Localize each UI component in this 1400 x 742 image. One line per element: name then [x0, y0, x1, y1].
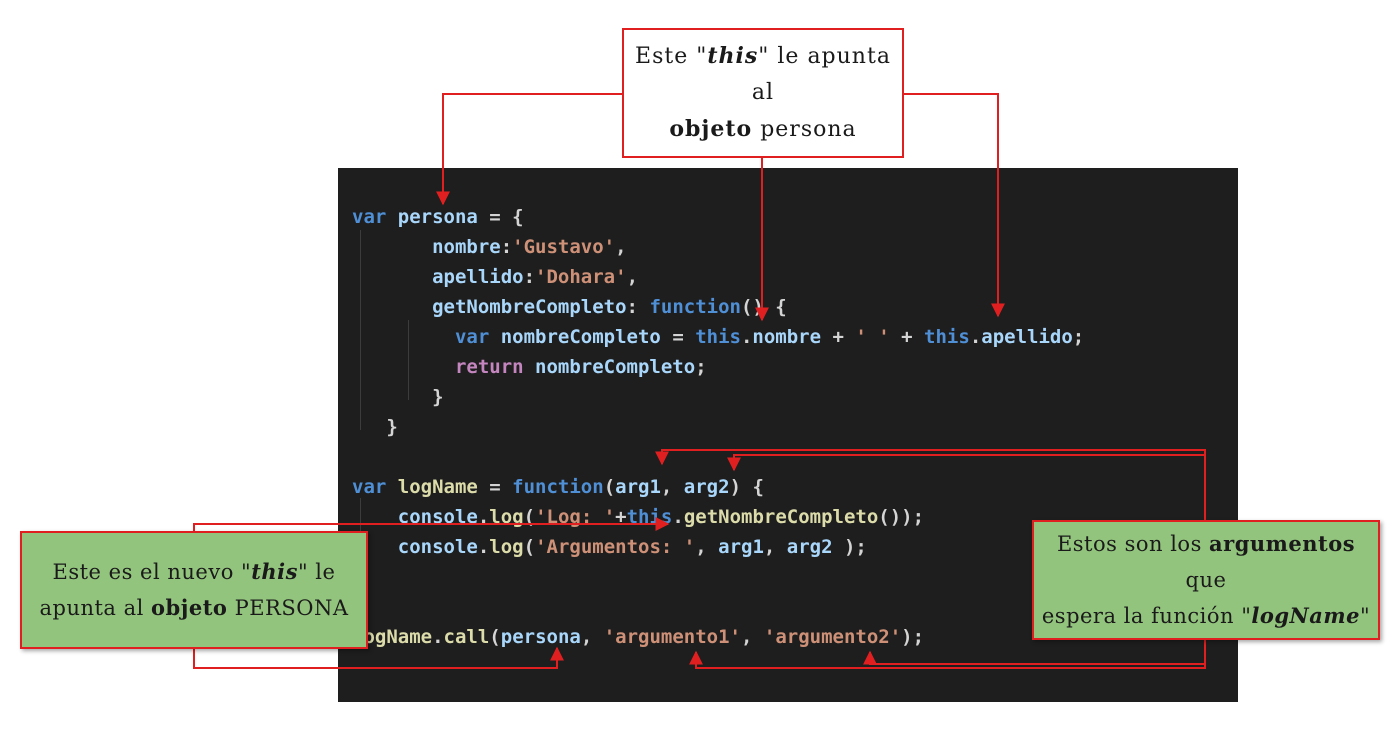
- code-token: console: [397, 536, 478, 558]
- code-token: arg1: [718, 536, 764, 558]
- indent-guide: [360, 230, 361, 430]
- code-token: 'Argumentos: ': [535, 536, 696, 558]
- code-token: nombre: [752, 326, 822, 348]
- code-token: logName: [397, 476, 478, 498]
- code-token: 'argumento2': [763, 626, 902, 648]
- callout-new-this: Este es el nuevo "this" le apunta al obj…: [20, 531, 368, 649]
- code-token: ,: [626, 266, 639, 288]
- code-token: .: [740, 326, 753, 348]
- code-line: }: [352, 412, 398, 442]
- code-token: ,: [660, 476, 684, 498]
- code-token: ) {: [729, 476, 764, 498]
- code-token: );: [832, 536, 867, 558]
- code-token: apellido: [981, 326, 1073, 348]
- code-token: ,: [580, 626, 604, 648]
- code-line: var persona = {: [352, 202, 524, 232]
- code-token: function: [649, 296, 741, 318]
- code-token: arg2: [683, 476, 730, 498]
- code-token: 'Dohara': [535, 266, 627, 288]
- code-token: (: [603, 476, 616, 498]
- arrow-left-to-persona: [193, 646, 564, 669]
- code-token: (: [523, 506, 536, 528]
- code-line: var nombreCompleto = this.nombre + ' ' +…: [352, 322, 1084, 352]
- code-token: .: [672, 506, 684, 528]
- code-token: ' ': [855, 326, 890, 348]
- code-token: ;: [695, 356, 707, 378]
- arrow-top-to-this-2: [902, 93, 1005, 318]
- arrow-left-to-this: [193, 517, 670, 532]
- code-token: 'argumento1': [603, 626, 741, 648]
- arrow-right-to-arg2: [727, 454, 1205, 472]
- code-token: function: [512, 476, 604, 498]
- code-token: :: [500, 236, 513, 258]
- code-token: = {: [477, 206, 524, 228]
- arrow-right-to-arg1: [655, 449, 1206, 520]
- code-token: console: [397, 506, 478, 528]
- code-line: getNombreCompleto: function() {: [352, 292, 787, 322]
- arrow-top-to-persona: [436, 93, 622, 206]
- code-line: var logName = function(arg1, arg2) {: [352, 472, 764, 502]
- code-token: call: [443, 626, 490, 648]
- code-token: persona: [500, 626, 581, 648]
- code-token: var: [352, 476, 398, 498]
- code-token: this: [695, 326, 741, 348]
- code-token: .: [432, 626, 444, 648]
- code-line: logName.call(persona, 'argumento1', 'arg…: [352, 622, 924, 652]
- code-token: ,: [615, 236, 627, 258]
- code-line: console.log('Log: '+this.getNombreComple…: [352, 502, 924, 532]
- code-line: apellido:'Dohara',: [352, 262, 638, 292]
- code-token: apellido: [432, 266, 524, 288]
- code-token: log: [489, 536, 524, 558]
- code-token: var: [352, 206, 398, 228]
- code-token: ,: [695, 536, 719, 558]
- code-token: =: [660, 326, 696, 348]
- code-token: +: [889, 326, 925, 348]
- code-token: :: [523, 266, 536, 288]
- code-token: .: [969, 326, 982, 348]
- arrow-right-to-argumento2: [863, 650, 1205, 665]
- callout-arguments: Estos son los argumentos que espera la f…: [1032, 520, 1380, 640]
- arrow-right-to-argumento1: [689, 640, 1206, 669]
- code-token: }: [352, 416, 398, 438]
- code-token: getNombreCompleto: [432, 296, 627, 318]
- code-line: console.log('Argumentos: ', arg1, arg2 )…: [352, 532, 867, 562]
- code-line: return nombreCompleto;: [352, 352, 707, 382]
- indent-guide: [360, 498, 361, 558]
- code-token: ());: [878, 506, 925, 528]
- code-token: (: [523, 536, 536, 558]
- code-token: nombreCompleto: [500, 326, 661, 348]
- callout-this-persona: Este "this" le apunta al objeto persona: [622, 28, 904, 158]
- code-token: var: [454, 326, 501, 348]
- code-token: :: [626, 296, 650, 318]
- code-token: =: [477, 476, 513, 498]
- code-token: getNombreCompleto: [683, 506, 879, 528]
- code-token: log: [489, 506, 524, 528]
- code-token: this: [924, 326, 970, 348]
- code-token: +: [615, 506, 627, 528]
- code-token: );: [901, 626, 925, 648]
- code-token: ,: [741, 626, 764, 648]
- code-token: .: [477, 536, 490, 558]
- code-token: 'Log: ': [535, 506, 616, 528]
- code-token: +: [821, 326, 856, 348]
- code-token: return: [454, 356, 536, 378]
- code-token: (: [489, 626, 501, 648]
- code-line: }: [352, 382, 444, 412]
- code-token: .: [477, 506, 490, 528]
- code-token: nombreCompleto: [535, 356, 696, 378]
- code-token: arg1: [615, 476, 661, 498]
- code-token: ;: [1072, 326, 1085, 348]
- code-line: nombre:'Gustavo',: [352, 232, 627, 262]
- code-token: ,: [763, 536, 787, 558]
- code-token: nombre: [432, 236, 501, 258]
- indent-guide: [408, 320, 409, 400]
- code-token: arg2: [786, 536, 833, 558]
- code-token: 'Gustavo': [512, 236, 616, 258]
- code-token: }: [352, 386, 444, 408]
- code-token: logName: [352, 626, 433, 648]
- code-token: persona: [397, 206, 478, 228]
